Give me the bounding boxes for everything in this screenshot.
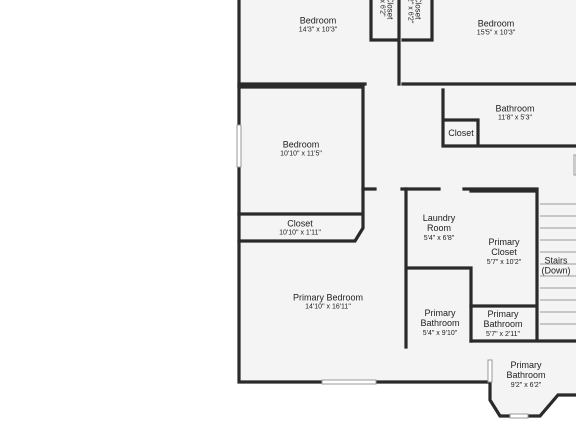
room-name: Primary Bathroom — [506, 360, 546, 381]
room-laundry: Laundry Room 5'4" x 6'8" — [414, 213, 464, 243]
room-dimensions: 5'7" x 10'2" — [486, 258, 522, 266]
wall-primary-closet — [469, 189, 576, 343]
room-dimensions: 11'8" x 5'3" — [498, 114, 532, 122]
room-closet-3: Closet — [448, 128, 474, 138]
windows — [236, 124, 576, 419]
room-name: Primary Bedroom — [292, 292, 364, 303]
wall-left-bedroom — [237, 85, 365, 243]
room-dimensions: 15'5" x 10'3" — [476, 29, 516, 37]
room-primary-bathroom-1: Primary Bathroom 5'4" x 9'10" — [412, 308, 468, 338]
room-dimensions: 5'7" x 2'11" — [486, 330, 520, 338]
room-bathroom: Bathroom 11'8" x 5'3" — [495, 103, 534, 122]
room-name: Bedroom — [477, 18, 515, 29]
room-primary-closet: Primary Closet 5'7" x 10'2" — [480, 237, 528, 267]
room-name: Closet — [287, 218, 313, 229]
room-name: Primary Closet — [488, 237, 520, 258]
room-name: Bedroom — [282, 139, 320, 150]
room-dimensions: 5'4" x 9'10" — [422, 329, 458, 337]
room-name: Primary Bathroom — [483, 309, 523, 330]
room-dimensions: 10'10" x 1'11" — [279, 229, 321, 237]
room-dimensions: 5'4" x 6'8" — [423, 234, 455, 242]
floor-area-bay — [490, 382, 576, 416]
room-primary-bathroom-2: Primary Bathroom 5'7" x 2'11" — [475, 309, 531, 339]
room-name: Closet — [385, 0, 395, 20]
wall-bathroom — [441, 88, 576, 148]
room-name: Closet — [413, 0, 423, 20]
room-dimensions: 9'2" x 6'2" — [510, 381, 542, 389]
room-primary-bedroom: Primary Bedroom 14'10" x 16'11" — [293, 292, 363, 311]
room-name: Closet — [448, 127, 474, 138]
room-dimensions: x 6'2" — [378, 0, 386, 17]
room-stairs: Stairs (Down) — [536, 256, 576, 277]
wall-laundry-bath — [404, 187, 473, 349]
room-closet-2: Closet 2'2" x 6'2" — [405, 0, 422, 23]
room-name: Stairs (Down) — [541, 255, 571, 276]
room-name: Bedroom — [299, 15, 337, 26]
room-dimensions: 14'3" x 10'3" — [298, 26, 338, 34]
room-dimensions: 2'2" x 6'2" — [406, 0, 414, 24]
wall-top-bedrooms — [237, 0, 576, 86]
room-closet-1: Closet x 6'2" — [377, 0, 394, 19]
room-dimensions: 14'10" x 16'11" — [305, 303, 351, 311]
room-bedroom-3: Bedroom 10'10" x 11'5" — [280, 139, 322, 158]
room-name: Laundry Room — [422, 213, 456, 234]
room-closet-4: Closet 10'10" x 1'11" — [279, 218, 321, 237]
stairs-treads — [540, 203, 576, 325]
room-primary-bathroom-3: Primary Bathroom 9'2" x 6'2" — [498, 360, 554, 390]
room-name: Bathroom — [495, 103, 535, 114]
room-name: Primary Bathroom — [420, 308, 460, 329]
room-bedroom-2: Bedroom 15'5" x 10'3" — [477, 18, 515, 37]
room-dimensions: 10'10" x 11'5" — [280, 150, 322, 158]
room-bedroom-1: Bedroom 14'3" x 10'3" — [299, 15, 337, 34]
outer-wall — [237, 0, 576, 418]
